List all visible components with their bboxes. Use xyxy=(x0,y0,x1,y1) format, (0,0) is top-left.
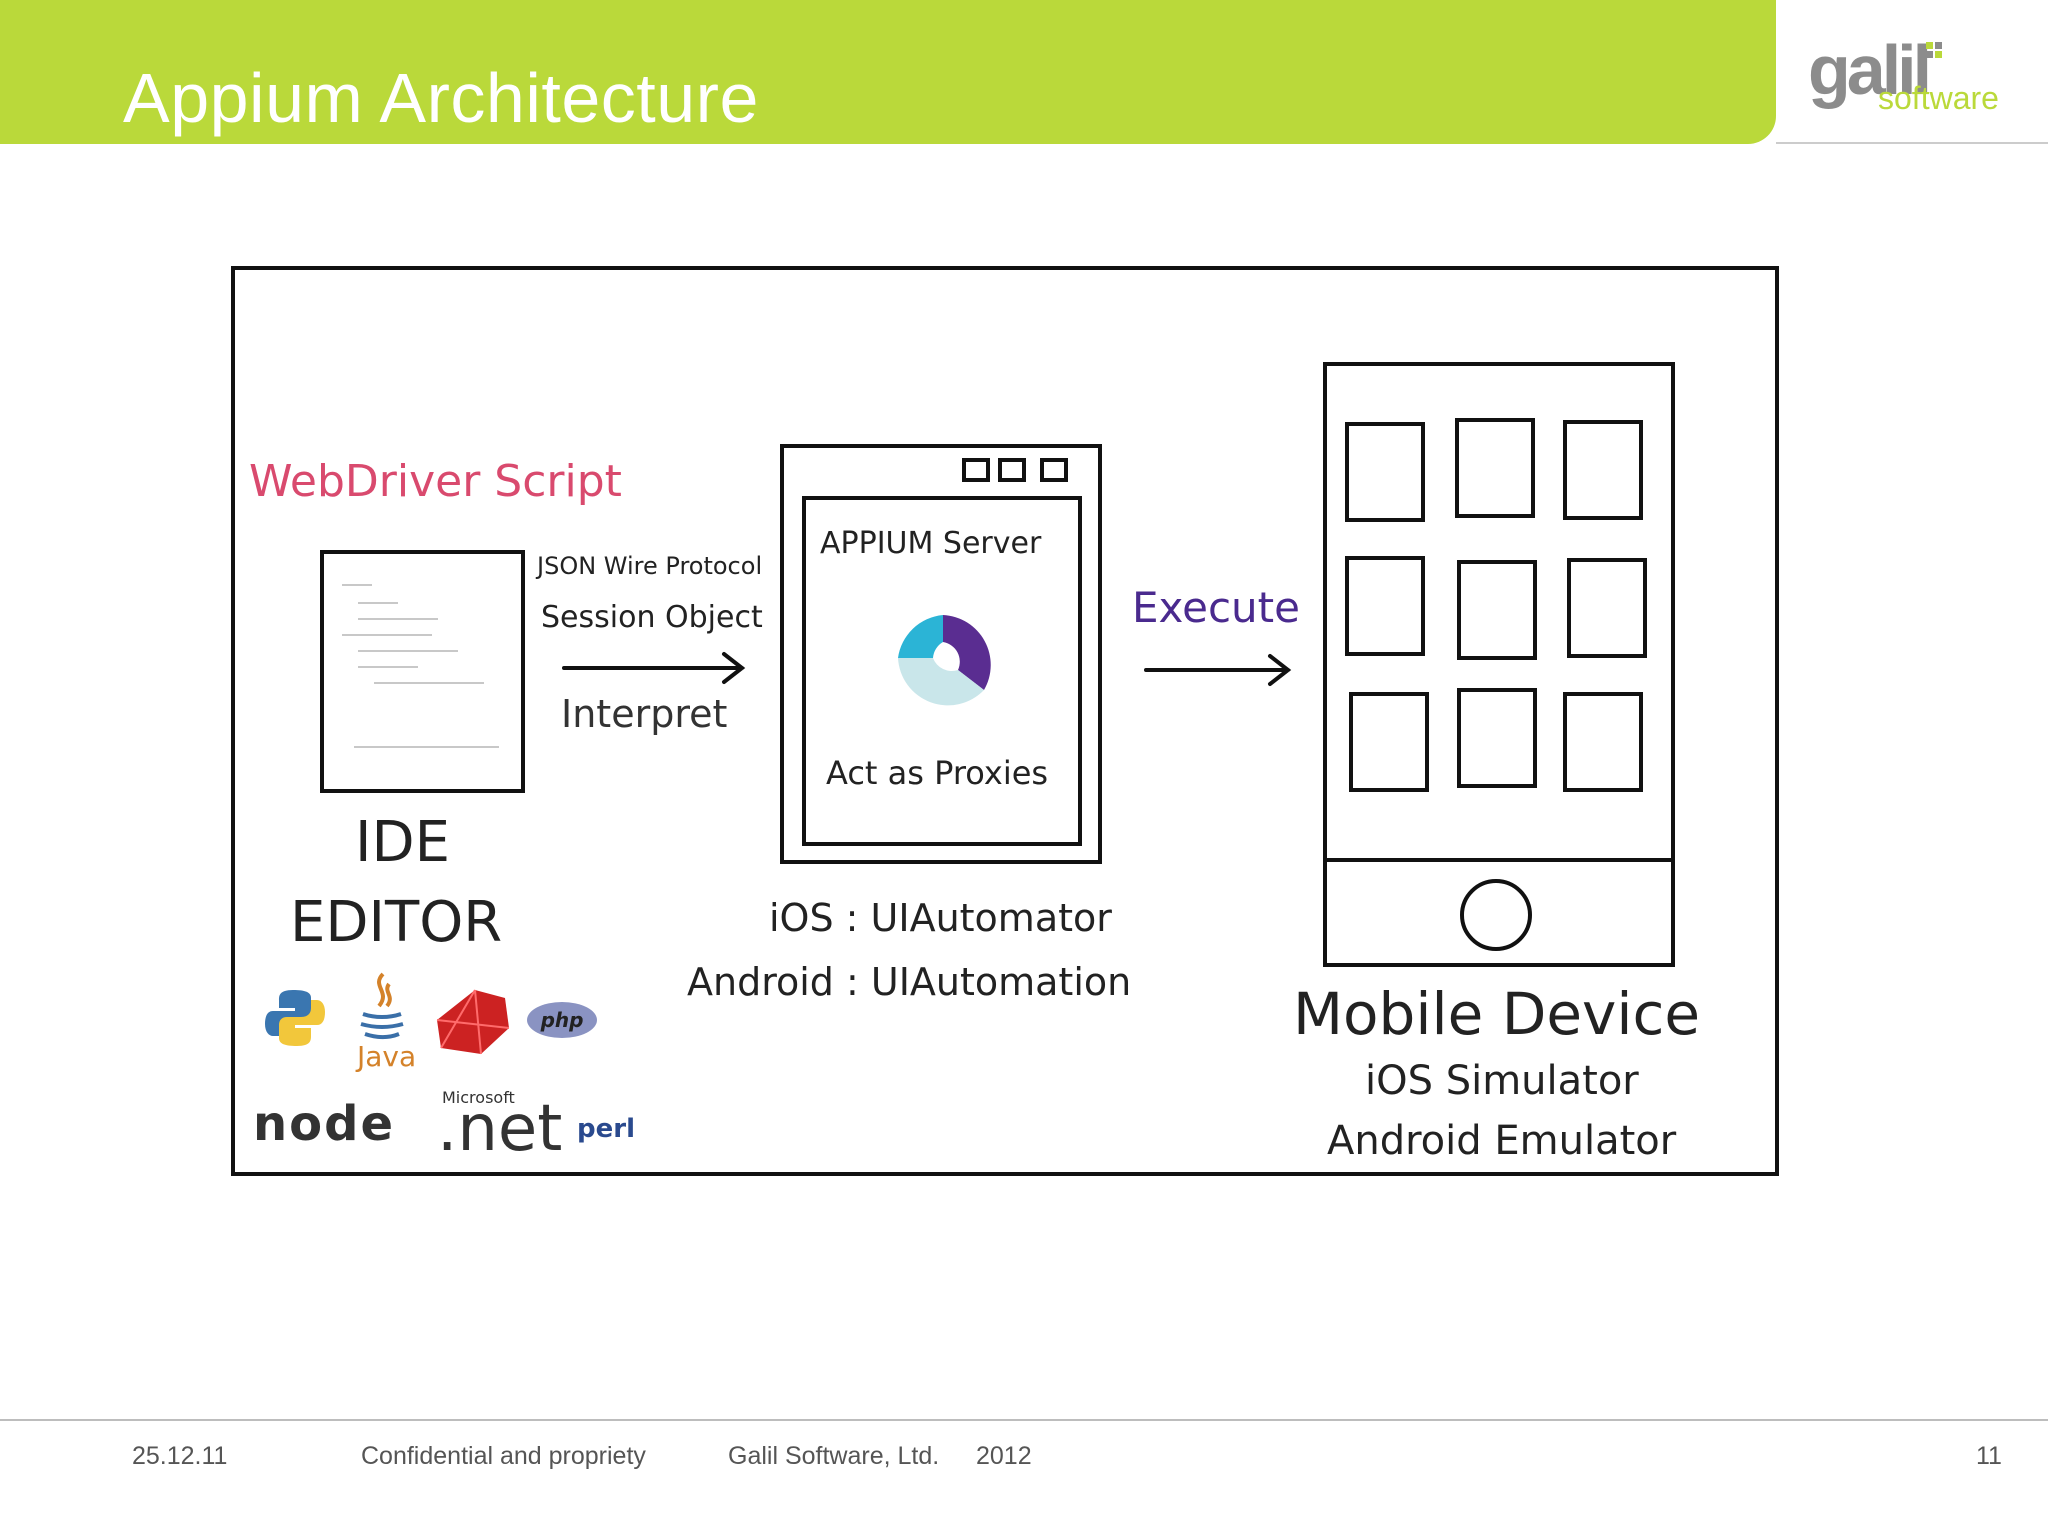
mobile-device-icon xyxy=(1323,362,1675,967)
architecture-diagram: WebDriver Script IDE EDITOR JSON Wire Pr… xyxy=(231,266,1779,1176)
window-button-icon xyxy=(998,458,1026,482)
slide-title: Appium Architecture xyxy=(123,59,759,137)
interpret-label: Interpret xyxy=(561,692,728,736)
header-band xyxy=(0,0,1776,144)
appium-server-label: APPIUM Server xyxy=(820,526,1042,561)
app-tile-icon xyxy=(1345,422,1425,522)
footer-date: 25.12.11 xyxy=(132,1442,228,1470)
perl-icon: perl xyxy=(577,1114,635,1144)
ios-uiautomator-label: iOS : UIAutomator xyxy=(769,896,1112,940)
json-wire-protocol-label: JSON Wire Protocol xyxy=(537,552,763,580)
logo-dots-icon xyxy=(1926,42,1942,58)
app-tile-icon xyxy=(1457,688,1537,788)
phone-divider xyxy=(1327,858,1671,862)
logo-subtext: software xyxy=(1878,80,1999,116)
script-document-icon xyxy=(320,550,525,793)
app-tile-icon xyxy=(1457,560,1537,660)
footer-rule xyxy=(0,1419,2048,1421)
mobile-device-label: Mobile Device xyxy=(1293,980,1701,1048)
window-button-icon xyxy=(962,458,990,482)
ruby-icon xyxy=(436,989,510,1055)
app-tile-icon xyxy=(1567,558,1647,658)
home-button-icon xyxy=(1460,879,1532,951)
footer-year: 2012 xyxy=(976,1442,1032,1470)
footer-confidential: Confidential and propriety xyxy=(361,1442,646,1470)
microsoft-label: Microsoft xyxy=(442,1088,515,1107)
arrow-right-icon xyxy=(562,652,746,684)
footer-page-number: 11 xyxy=(1976,1442,2002,1470)
app-tile-icon xyxy=(1455,418,1535,518)
android-emulator-label: Android Emulator xyxy=(1327,1118,1677,1164)
act-as-proxies-label: Act as Proxies xyxy=(826,754,1049,792)
execute-label: Execute xyxy=(1132,583,1300,632)
app-tile-icon xyxy=(1349,692,1429,792)
window-button-icon xyxy=(1040,458,1068,482)
php-icon: php xyxy=(527,1002,597,1038)
appium-server-window: APPIUM Server Act as Proxies xyxy=(780,444,1102,864)
ios-simulator-label: iOS Simulator xyxy=(1365,1058,1639,1104)
app-tile-icon xyxy=(1563,420,1643,520)
php-label: php xyxy=(540,1008,584,1032)
appium-server-panel: APPIUM Server Act as Proxies xyxy=(802,496,1082,846)
logo-wordmark: galil xyxy=(1808,31,1932,109)
footer-company: Galil Software, Ltd. xyxy=(728,1442,940,1470)
java-icon xyxy=(360,972,404,1039)
arrow-right-icon xyxy=(1144,654,1292,686)
header-rule xyxy=(1776,142,2048,144)
app-tile-icon xyxy=(1563,692,1643,792)
app-tile-icon xyxy=(1345,556,1425,656)
galil-logo: galil software xyxy=(1800,30,2030,120)
python-icon xyxy=(265,990,325,1046)
dotnet-icon: .net xyxy=(437,1092,563,1166)
webdriver-script-label: WebDriver Script xyxy=(249,456,622,507)
session-object-label: Session Object xyxy=(541,600,763,635)
android-uiautomation-label: Android : UIAutomation xyxy=(687,960,1132,1004)
appium-logo xyxy=(898,615,991,706)
editor-label: EDITOR xyxy=(290,890,503,955)
nodejs-icon: node xyxy=(253,1096,396,1152)
java-label: Java xyxy=(357,1040,417,1073)
ide-label: IDE xyxy=(355,810,451,875)
